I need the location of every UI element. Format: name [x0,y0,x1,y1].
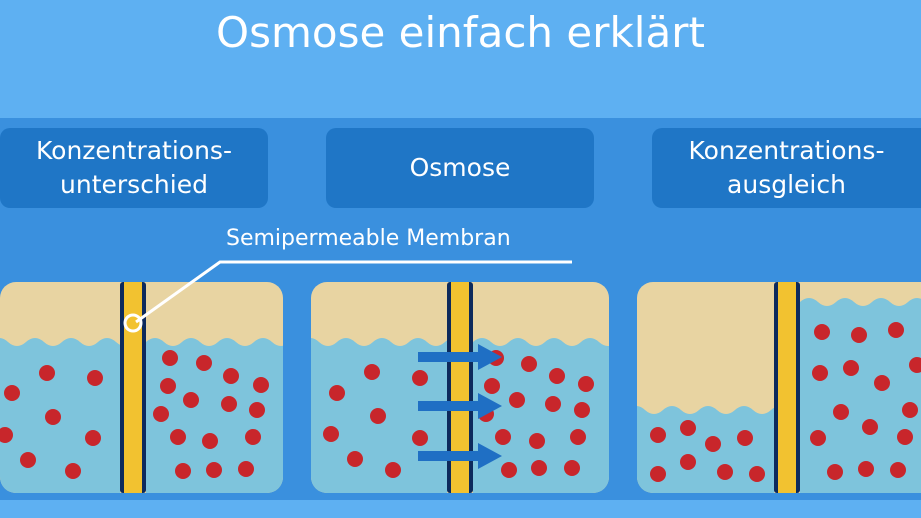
particle [549,368,565,384]
label-concentration-difference: Konzentrations- unterschied [0,128,268,208]
beaker-3 [637,282,921,493]
particle [484,378,500,394]
membrane [124,282,142,493]
membrane [451,282,469,493]
particle [206,462,222,478]
label-line: Konzentrations- [688,136,885,165]
water-right [473,338,609,493]
particle [221,396,237,412]
particle [323,426,339,442]
particle [851,327,867,343]
arrow-head [478,344,502,370]
particle [814,324,830,340]
particle [87,370,103,386]
particle [680,454,696,470]
particle [909,357,921,373]
particle [175,463,191,479]
particle [253,377,269,393]
particle [843,360,859,376]
particle [370,408,386,424]
particle [509,392,525,408]
particle [529,433,545,449]
particle [347,451,363,467]
particle [238,461,254,477]
particle [196,355,212,371]
particle [245,429,261,445]
water-right [146,338,283,493]
particle [501,462,517,478]
particle [717,464,733,480]
particle [160,378,176,394]
particle [564,460,580,476]
beaker-2 [311,282,609,493]
particle [545,396,561,412]
particle [902,402,918,418]
particle [153,406,169,422]
particle [412,370,428,386]
callout-circle [123,313,143,333]
membrane [778,282,796,493]
particle [578,376,594,392]
particle [833,404,849,420]
particle [570,429,586,445]
label-osmosis: Osmose [326,128,594,208]
particle [495,429,511,445]
particle [874,375,890,391]
label-concentration-balance: Konzentrations- ausgleich [652,128,921,208]
particle [574,402,590,418]
arrow-head [478,393,502,419]
particle [223,368,239,384]
arrow-shaft [418,451,480,461]
particle [737,430,753,446]
particle [183,392,199,408]
particle [85,430,101,446]
label-line: ausgleich [727,170,846,199]
particle [0,427,13,443]
particle [162,350,178,366]
beaker-content [0,282,283,493]
label-line: unterschied [60,170,208,199]
particle [680,420,696,436]
particle [812,365,828,381]
beaker-content [311,282,609,493]
particle [810,430,826,446]
particle [364,364,380,380]
label-line: Osmose [409,153,511,182]
particle [858,461,874,477]
arrow-head [478,443,502,469]
particle [412,430,428,446]
particle [170,429,186,445]
callout-line [135,260,572,324]
label-line: Konzentrations- [36,136,232,165]
page-title: Osmose einfach erklärt [216,8,705,57]
water-right [800,298,921,493]
particle [20,452,36,468]
particle [4,385,20,401]
beaker-1 [0,282,283,493]
particle [862,419,878,435]
membrane-label: Semipermeable Membran [226,226,511,251]
particle [249,402,265,418]
particle [45,409,61,425]
arrow-shaft [418,401,480,411]
particle [888,322,904,338]
particle [202,433,218,449]
particle [827,464,843,480]
particle [749,466,765,482]
particle [521,356,537,372]
particle [39,365,55,381]
particle [65,463,81,479]
particle [385,462,401,478]
particle [650,427,666,443]
particle [705,436,721,452]
arrow-shaft [418,352,480,362]
particle [329,385,345,401]
particle [531,460,547,476]
particle [897,429,913,445]
particle [890,462,906,478]
particle [650,466,666,482]
